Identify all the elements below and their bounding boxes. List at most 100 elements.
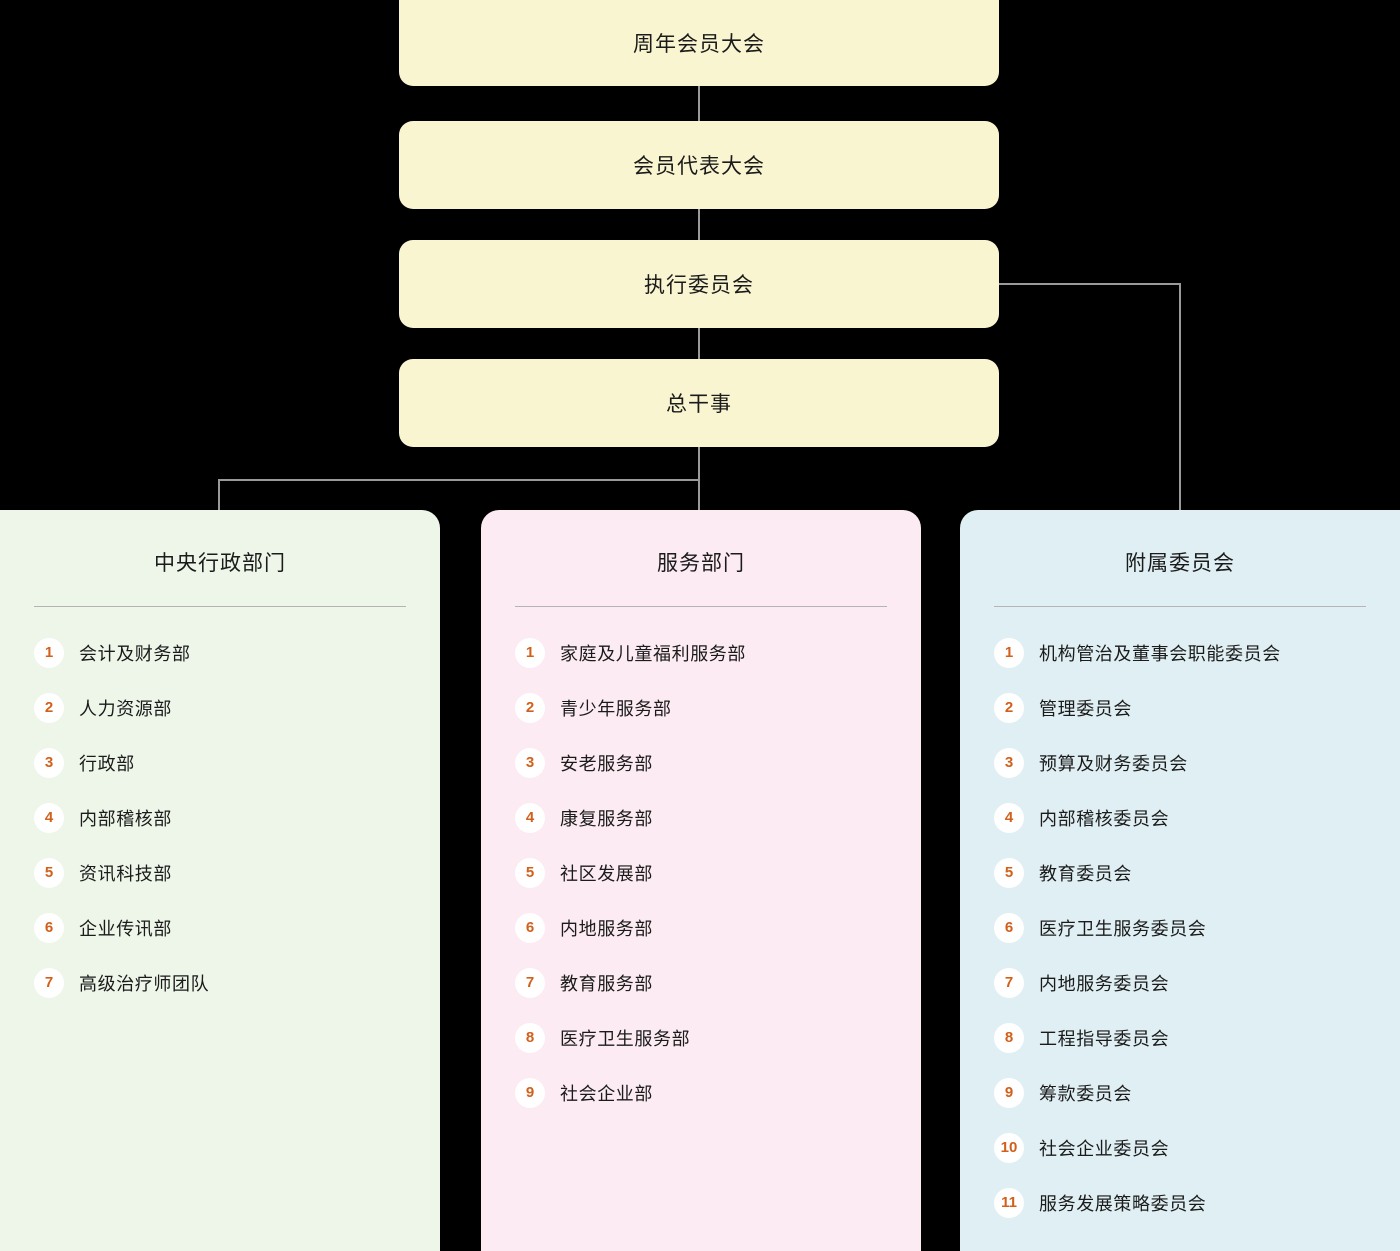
item-label: 社会企业部 — [560, 1083, 653, 1104]
item-label: 医疗卫生服务委员会 — [1039, 918, 1207, 939]
column-subcommittees: 附属委员会 1 机构管治及董事会职能委员会 2 管理委员会 3 预算及财务委员会 4 内部稽核… — [960, 510, 1400, 1251]
list-item: 5 社区发展部 — [515, 845, 887, 900]
item-number-badge: 1 — [515, 637, 545, 668]
connector-executive-to-director — [698, 328, 700, 359]
item-label: 资讯科技部 — [79, 863, 172, 884]
item-label: 服务发展策略委员会 — [1039, 1193, 1207, 1214]
item-label: 人力资源部 — [79, 698, 172, 719]
item-label: 内部稽核委员会 — [1039, 808, 1170, 829]
connector-branch-horizontal — [218, 479, 700, 481]
connector-executive-to-subcommittee-column — [1179, 283, 1181, 510]
list-item: 8 工程指导委员会 — [994, 1010, 1366, 1065]
node-annual-general-meeting: 周年会员大会 — [399, 0, 999, 86]
item-number-badge: 4 — [515, 802, 545, 833]
list-item: 3 安老服务部 — [515, 735, 887, 790]
list-item: 5 教育委员会 — [994, 845, 1366, 900]
item-label: 机构管治及董事会职能委员会 — [1039, 643, 1281, 664]
item-number-badge: 3 — [994, 747, 1024, 778]
item-number-badge: 3 — [515, 747, 545, 778]
item-list-subcommittee: 1 机构管治及董事会职能委员会 2 管理委员会 3 预算及财务委员会 4 内部稽核委员会 5 教育… — [994, 607, 1366, 1230]
list-item: 7 高级治疗师团队 — [34, 955, 406, 1010]
item-number-badge: 9 — [515, 1077, 545, 1108]
item-label: 内地服务委员会 — [1039, 973, 1170, 994]
item-number-badge: 4 — [994, 802, 1024, 833]
column-title-subcommittee: 附属委员会 — [1125, 552, 1235, 575]
item-label: 教育服务部 — [560, 973, 653, 994]
item-number-badge: 7 — [994, 967, 1024, 998]
list-item: 4 康复服务部 — [515, 790, 887, 845]
item-number-badge: 5 — [994, 857, 1024, 888]
item-number-badge: 2 — [34, 692, 64, 723]
item-number-badge: 4 — [34, 802, 64, 833]
column-divider-central — [34, 606, 406, 607]
item-number-badge: 7 — [515, 967, 545, 998]
list-item: 3 行政部 — [34, 735, 406, 790]
item-label: 管理委员会 — [1039, 698, 1132, 719]
list-item: 6 企业传讯部 — [34, 900, 406, 955]
list-item: 3 预算及财务委员会 — [994, 735, 1366, 790]
list-item: 7 教育服务部 — [515, 955, 887, 1010]
item-label: 康复服务部 — [560, 808, 653, 829]
item-number-badge: 7 — [34, 967, 64, 998]
item-label: 筹款委员会 — [1039, 1083, 1132, 1104]
item-label: 工程指导委员会 — [1039, 1028, 1170, 1049]
item-label: 内部稽核部 — [79, 808, 172, 829]
item-label: 高级治疗师团队 — [79, 973, 210, 994]
list-item: 10 社会企业委员会 — [994, 1120, 1366, 1175]
list-item: 5 资讯科技部 — [34, 845, 406, 900]
connector-branch-to-central-column — [218, 479, 220, 510]
list-item: 9 筹款委员会 — [994, 1065, 1366, 1120]
item-number-badge: 6 — [994, 912, 1024, 943]
item-number-badge: 8 — [994, 1022, 1024, 1053]
item-label: 社区发展部 — [560, 863, 653, 884]
connector-director-to-service-column — [698, 447, 700, 510]
item-label: 教育委员会 — [1039, 863, 1132, 884]
connector-executive-right-horizontal — [999, 283, 1181, 285]
item-number-badge: 2 — [515, 692, 545, 723]
item-label: 内地服务部 — [560, 918, 653, 939]
list-item: 2 管理委员会 — [994, 680, 1366, 735]
item-number-badge: 2 — [994, 692, 1024, 723]
list-item: 1 机构管治及董事会职能委员会 — [994, 625, 1366, 680]
list-item: 2 青少年服务部 — [515, 680, 887, 735]
column-service-departments: 服务部门 1 家庭及儿童福利服务部 2 青少年服务部 3 安老服务部 4 康复服务部 5 社区发展… — [481, 510, 921, 1251]
list-item: 4 内部稽核部 — [34, 790, 406, 845]
item-number-badge: 5 — [34, 857, 64, 888]
item-number-badge: 3 — [34, 747, 64, 778]
item-number-badge: 6 — [34, 912, 64, 943]
item-number-badge: 5 — [515, 857, 545, 888]
item-label: 企业传讯部 — [79, 918, 172, 939]
node-director-general: 总干事 — [399, 359, 999, 447]
connector-annual-to-delegate — [698, 86, 700, 121]
item-label: 社会企业委员会 — [1039, 1138, 1170, 1159]
item-number-badge: 11 — [994, 1187, 1024, 1218]
item-label: 家庭及儿童福利服务部 — [560, 643, 746, 664]
list-item: 7 内地服务委员会 — [994, 955, 1366, 1010]
item-label: 青少年服务部 — [560, 698, 672, 719]
list-item: 11 服务发展策略委员会 — [994, 1175, 1366, 1230]
item-number-badge: 1 — [994, 637, 1024, 668]
node-executive-committee: 执行委员会 — [399, 240, 999, 328]
list-item: 1 家庭及儿童福利服务部 — [515, 625, 887, 680]
item-label: 会计及财务部 — [79, 643, 191, 664]
column-divider-subcommittee — [994, 606, 1366, 607]
item-number-badge: 10 — [994, 1132, 1024, 1163]
node-delegate-assembly: 会员代表大会 — [399, 121, 999, 209]
item-label: 安老服务部 — [560, 753, 653, 774]
connector-delegate-to-executive — [698, 209, 700, 240]
item-number-badge: 9 — [994, 1077, 1024, 1108]
column-title-service: 服务部门 — [657, 552, 745, 575]
list-item: 2 人力资源部 — [34, 680, 406, 735]
column-title-central: 中央行政部门 — [154, 552, 286, 575]
item-label: 行政部 — [79, 753, 135, 774]
list-item: 6 医疗卫生服务委员会 — [994, 900, 1366, 955]
item-label: 预算及财务委员会 — [1039, 753, 1188, 774]
list-item: 4 内部稽核委员会 — [994, 790, 1366, 845]
